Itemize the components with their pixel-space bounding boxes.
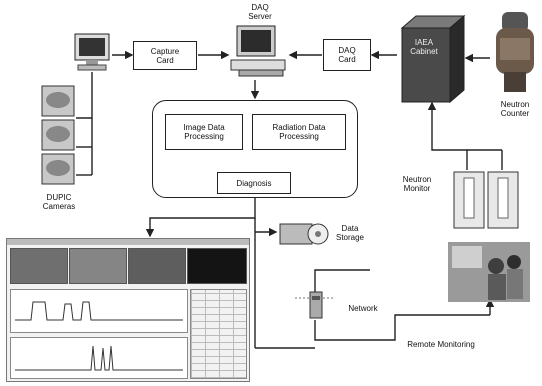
remote-monitoring-photo xyxy=(448,242,530,302)
neutron-counter-label: Neutron Counter xyxy=(500,100,530,118)
radiation-plot-bottom xyxy=(10,337,188,379)
camera-icon xyxy=(41,85,75,185)
neutron-counter-icon xyxy=(496,12,534,92)
dupic-cameras-label: DUPIC Cameras xyxy=(42,193,76,211)
daq-server-label: DAQ Server xyxy=(248,3,272,21)
daq-card-label: DAQ Card xyxy=(338,46,356,64)
network-hub-icon xyxy=(309,291,323,319)
diagnosis-label: Diagnosis xyxy=(236,178,272,188)
data-storage-label: Data Storage xyxy=(335,224,365,242)
capture-card-label: Capture Card xyxy=(150,46,180,65)
capture-card-box: Capture Card xyxy=(133,41,197,70)
radiation-data-processing-label: Radiation Data Processing xyxy=(272,123,326,141)
image-processing-box: Image Data Processing xyxy=(165,114,243,150)
daq-card-box: DAQ Card xyxy=(323,39,371,71)
radiation-processing-box: Radiation Data Processing xyxy=(252,114,346,150)
monitoring-screen xyxy=(6,238,250,382)
iaea-cabinet-label: IAEA Cabinet xyxy=(410,38,438,56)
monitor-icon xyxy=(74,33,110,71)
diagnosis-box: Diagnosis xyxy=(217,172,291,194)
neutron-monitor-icon xyxy=(453,171,519,229)
camera-view-1 xyxy=(10,248,68,284)
camera-view-2 xyxy=(69,248,127,284)
plot-trace-bottom xyxy=(15,345,183,371)
network-label: Network xyxy=(348,304,378,313)
data-table xyxy=(190,289,247,379)
camera-view-4 xyxy=(187,248,247,284)
server-icon xyxy=(230,25,286,77)
remote-monitoring-label: Remote Monitoring xyxy=(407,340,475,349)
screen-titlebar xyxy=(7,239,249,245)
neutron-monitor-label: Neutron Monitor xyxy=(402,175,432,193)
cabinet-icon xyxy=(400,14,466,104)
image-data-processing-label: Image Data Processing xyxy=(183,123,225,141)
storage-disk-icon xyxy=(279,223,329,245)
camera-view-3 xyxy=(128,248,186,284)
radiation-plot-top xyxy=(10,289,188,333)
plot-trace-top xyxy=(15,301,183,321)
